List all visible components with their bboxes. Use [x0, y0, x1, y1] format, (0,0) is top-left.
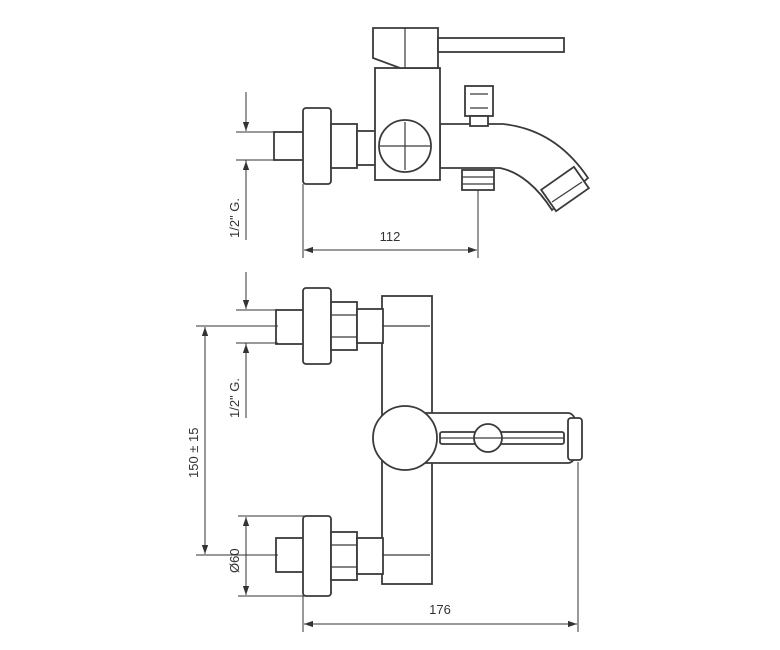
front-width-label: 176 [429, 602, 451, 617]
front-top-tube [356, 308, 384, 344]
side-outlet-neck [469, 115, 489, 127]
side-shower-outlet [464, 85, 494, 117]
side-bottom-connector [461, 169, 495, 191]
front-top-inlet [275, 309, 307, 345]
front-bottom-flange [302, 515, 332, 597]
front-top-nut [330, 301, 358, 351]
side-flange [302, 107, 332, 185]
side-nut [330, 123, 358, 169]
flange-diameter-label: Ø60 [227, 548, 242, 573]
front-thread-label: 1/2" G. [227, 378, 242, 418]
side-dimensions: 1/2" G. 112 [227, 92, 479, 258]
side-width-label: 112 [380, 229, 401, 244]
front-dimensions: 1/2" G. 150 ± 15 Ø60 176 [186, 272, 579, 632]
side-tube [356, 130, 378, 166]
front-top-flange [302, 287, 332, 365]
front-bottom-inlet [275, 537, 307, 573]
front-handle [372, 405, 438, 471]
front-bottom-tube [356, 537, 384, 575]
side-view [273, 27, 591, 213]
side-spout-tip [539, 165, 591, 213]
side-lever [437, 37, 565, 53]
side-thread-label: 1/2" G. [227, 198, 242, 238]
front-view [275, 287, 583, 597]
front-spout-tip [567, 417, 583, 461]
front-bottom-nut [330, 531, 358, 581]
centre-distance-label: 150 ± 15 [186, 427, 201, 478]
